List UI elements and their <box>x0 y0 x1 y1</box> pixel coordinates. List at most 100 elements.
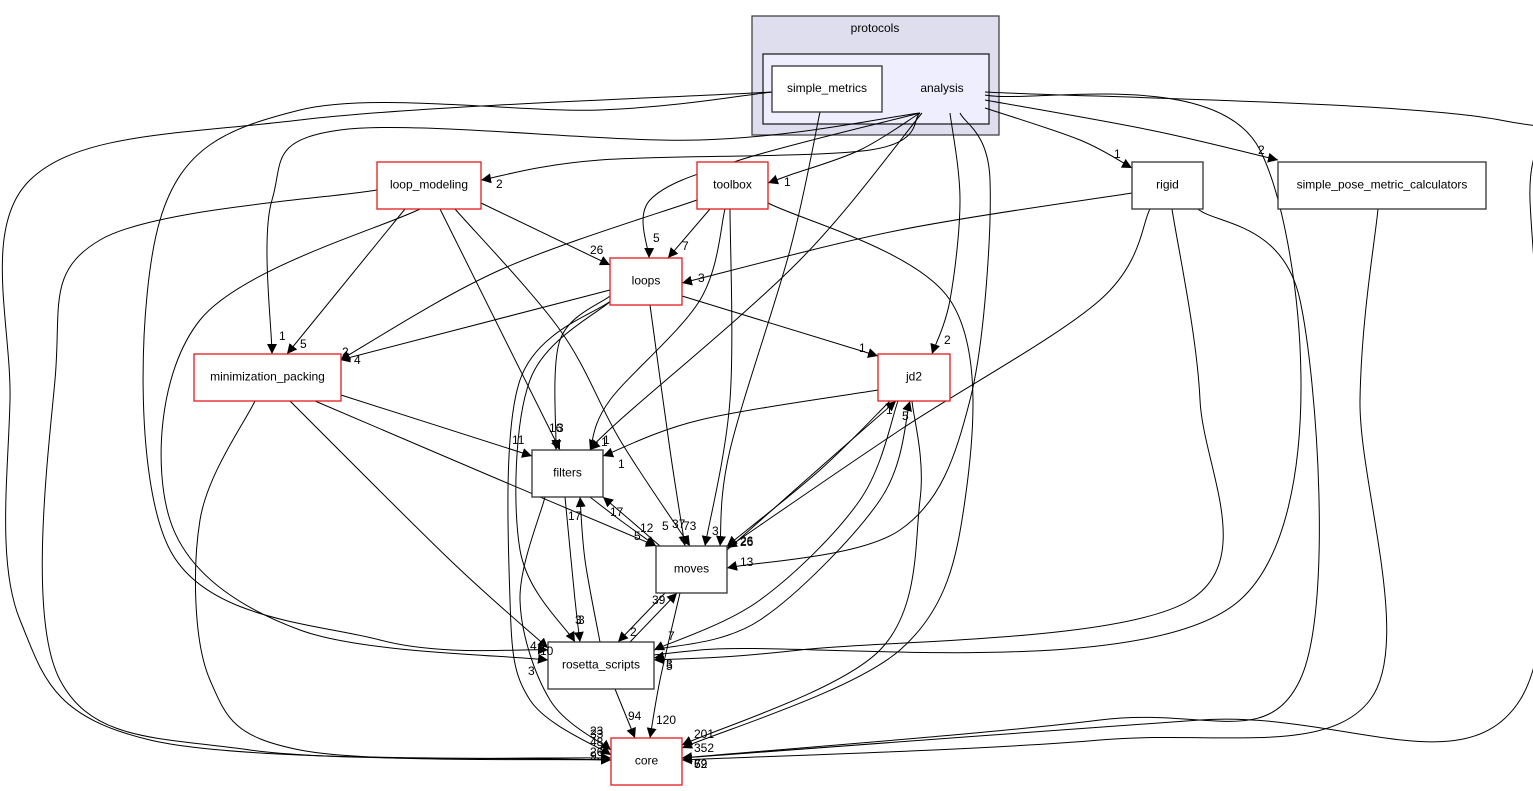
cluster-protocols-label: protocols <box>851 21 900 35</box>
edge-loop_modeling-to-moves <box>454 208 691 547</box>
edge-label-simple_metrics-to-rosetta_scripts[interactable]: 4 <box>530 639 537 653</box>
edge-label-jd2-to-core[interactable]: 352 <box>694 741 714 755</box>
edge-label-loop_modeling-to-filters[interactable]: 16 <box>549 421 563 435</box>
node-moves[interactable]: moves <box>655 545 728 594</box>
edge-minimization_packing-to-rosetta_scripts <box>289 400 549 649</box>
edge-minimization_packing-to-filters <box>340 394 533 458</box>
edge-label-moves-to-jd2[interactable]: 1 <box>886 403 893 417</box>
edge-filters-to-core <box>519 496 612 751</box>
node-label: simple_pose_metric_calculators <box>1297 178 1468 192</box>
node-rigid[interactable]: rigid <box>1131 161 1204 210</box>
edge-label-simple_pose_metric_calculators-to-core[interactable]: 7 <box>694 757 701 771</box>
cluster-analysis-label: analysis <box>920 81 963 95</box>
edge-label-loop_modeling-to-rosetta_scripts[interactable]: 3 <box>528 664 535 678</box>
node-loops[interactable]: loops <box>609 257 683 306</box>
edge-label-loop_modeling-to-core[interactable]: 26 <box>590 745 604 759</box>
edge-label-filters-to-rosetta_scripts[interactable]: 3 <box>578 613 585 627</box>
edge-label-filters-to-moves[interactable]: 12 <box>640 521 654 535</box>
edge-label-loops-to-moves[interactable]: 5 <box>662 519 669 533</box>
edge-label-toolbox-to-minimization_packing[interactable]: 2 <box>342 345 349 359</box>
edge-loops-to-jd2 <box>681 295 879 358</box>
node-label: minimization_packing <box>210 370 325 384</box>
edge-label-analysis-to-rosetta_scripts[interactable]: 3 <box>666 657 673 671</box>
node-loop-modeling[interactable]: loop_modeling <box>376 161 482 210</box>
edge-label-loops-to-core[interactable]: 48 <box>590 735 604 749</box>
edge-label-jd2-to-moves[interactable]: 26 <box>740 534 754 548</box>
edge-label-moves-to-rosetta_scripts[interactable]: 2 <box>630 625 637 639</box>
edge-moves-to-filters <box>602 496 661 547</box>
node-toolbox[interactable]: toolbox <box>696 161 769 210</box>
edge-label-loops-to-minimization_packing[interactable]: 4 <box>354 353 361 367</box>
edge-label-analysis-to-jd2[interactable]: 2 <box>944 333 951 347</box>
edge-loops-to-filters <box>551 295 611 451</box>
edge-label-analysis-to-toolbox[interactable]: 1 <box>784 175 791 189</box>
edge-label-filters-to-core[interactable]: 33 <box>590 727 604 741</box>
node-minimization-packing[interactable]: minimization_packing <box>193 353 342 402</box>
edge-analysis-to-rigid <box>984 107 1133 169</box>
edge-label-analysis-to-simple_pose_metric_calculators[interactable]: 2 <box>1258 143 1265 157</box>
node-box <box>531 449 604 498</box>
edge-label-rigid-to-core[interactable]: 52 <box>694 757 708 771</box>
edge-moves-to-core <box>646 592 681 739</box>
edge-label-loops-to-filters[interactable]: 3 <box>557 421 564 435</box>
edge-label-simple_metrics-to-moves[interactable]: 3 <box>712 524 719 538</box>
edge-label-rigid-to-loops[interactable]: 3 <box>698 271 705 285</box>
edge-label-analysis-to-minimization_packing[interactable]: 1 <box>279 329 286 343</box>
edge-toolbox-to-loops <box>667 208 711 259</box>
edge-label-rosetta_scripts-to-core[interactable]: 94 <box>628 709 642 723</box>
edge-simple_metrics-to-core <box>1 91 773 765</box>
edge-analysis-to-filters <box>589 112 923 451</box>
edge-label-minimization_packing-to-filters[interactable]: 11 <box>512 433 525 447</box>
edge-label-minimization_packing-to-rosetta_scripts[interactable]: 10 <box>540 644 554 658</box>
node-rosetta-scripts[interactable]: rosetta_scripts <box>547 641 655 690</box>
edge-loop_modeling-to-filters <box>439 208 561 451</box>
node-core[interactable]: core <box>610 737 683 786</box>
node-simple-metrics[interactable]: simple_metrics <box>771 65 883 113</box>
edge-label-loop_modeling-to-minimization_packing[interactable]: 5 <box>300 337 307 351</box>
edge-label-rigid-to-moves[interactable]: 26 <box>740 535 754 549</box>
node-jd2[interactable]: jd2 <box>877 353 951 402</box>
edge-analysis-to-rosetta_scripts <box>642 93 1302 662</box>
edge-label-analysis-to-moves[interactable]: 13 <box>740 555 754 569</box>
edge-simple_metrics-to-moves <box>716 111 821 547</box>
edge-label-moves-to-core[interactable]: 120 <box>656 713 676 727</box>
edge-label-loops-to-jd2[interactable]: 1 <box>859 341 866 355</box>
edge-label-jd2-to-rosetta_scripts[interactable]: 7 <box>668 629 675 643</box>
edge-label-analysis-to-loops[interactable]: 5 <box>653 231 660 245</box>
edge-label-jd2-to-filters[interactable]: 1 <box>618 457 625 471</box>
edge-label-toolbox-to-core[interactable]: 201 <box>694 727 714 741</box>
edge-rosetta_scripts-to-filters <box>575 496 601 643</box>
edge-label-loops-to-rosetta_scripts[interactable]: 3 <box>575 613 582 627</box>
edge-label-rigid-to-rosetta_scripts[interactable]: 5 <box>666 659 673 673</box>
edge-loops-to-minimization_packing <box>339 289 611 363</box>
edge-loop_modeling-to-rosetta_scripts <box>160 208 549 664</box>
edge-label-loop_modeling-to-loops[interactable]: 26 <box>590 243 604 257</box>
node-filters[interactable]: filters <box>531 449 604 498</box>
edge-rosetta_scripts-to-core <box>614 688 636 739</box>
edge-label-rosetta_scripts-to-moves[interactable]: 39 <box>652 593 666 607</box>
edge-label-toolbox-to-filters[interactable]: 1 <box>603 433 610 447</box>
edge-label-minimization_packing-to-core[interactable]: 93 <box>590 749 604 763</box>
edge-label-analysis-to-rigid[interactable]: 1 <box>1114 147 1121 161</box>
node-label: loops <box>632 274 661 288</box>
edge-analysis-to-moves <box>726 112 991 571</box>
edge-label-rosetta_scripts-to-filters[interactable]: 17 <box>568 509 582 523</box>
edge-label-loop_modeling-to-moves[interactable]: 37 <box>672 517 686 531</box>
edge-loop_modeling-to-minimization_packing <box>286 208 406 355</box>
edge-label-analysis-to-filters[interactable]: 1 <box>601 435 608 449</box>
node-simple-pose-metric-calculators[interactable]: simple_pose_metric_calculators <box>1277 161 1487 210</box>
edge-label-analysis-to-core[interactable]: 69 <box>694 757 708 771</box>
edge-label-toolbox-to-moves[interactable]: 73 <box>683 519 697 533</box>
edge-label-analysis-to-loop_modeling[interactable]: 2 <box>496 177 503 191</box>
edge-label-simple_metrics-to-core[interactable]: 23 <box>590 724 604 738</box>
edge-label-rosetta_scripts-to-jd2[interactable]: 5 <box>902 409 909 423</box>
edge-rigid-to-moves <box>726 208 1151 549</box>
edge-analysis-to-minimization_packing <box>266 112 921 355</box>
nodes-layer: simple_metrics loop_modeling toolbox rigid s… <box>193 65 1487 786</box>
edge-label-minimization_packing-to-moves[interactable]: 5 <box>634 529 641 543</box>
edge-label-moves-to-filters[interactable]: 17 <box>610 505 624 519</box>
node-label: rosetta_scripts <box>562 658 640 672</box>
edge-label-toolbox-to-loops[interactable]: 7 <box>682 239 689 253</box>
edge-rigid-to-rosetta_scripts <box>653 208 1224 665</box>
